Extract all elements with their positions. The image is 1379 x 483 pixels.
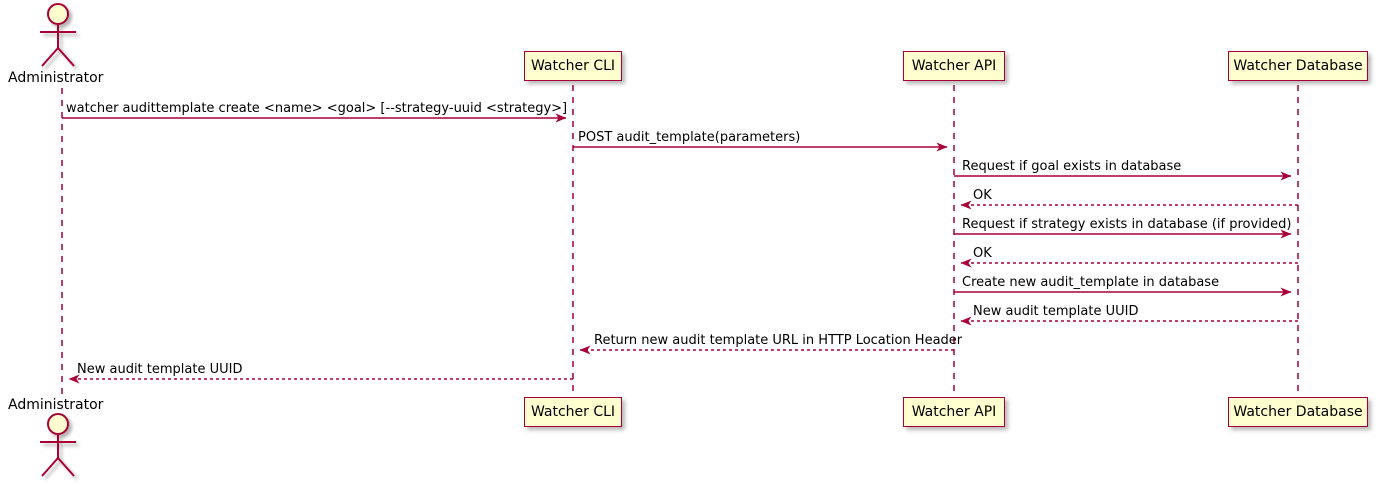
message-label-2: POST audit_template(parameters) (578, 130, 801, 145)
message-label-6: OK (973, 246, 992, 261)
message-label-3: Request if goal exists in database (962, 159, 1182, 174)
participant-box-watcher-database-bottom[interactable]: Watcher Database (1228, 397, 1368, 427)
participant-box-watcher-database-top[interactable]: Watcher Database (1228, 51, 1368, 81)
participant-box-watcher-cli-top[interactable]: Watcher CLI (524, 51, 622, 81)
participant-box-watcher-api-bottom[interactable]: Watcher API (903, 397, 1005, 427)
message-label-4: OK (973, 188, 992, 203)
participant-label-watcher-database-bottom: Watcher Database (1233, 404, 1363, 420)
participant-label-watcher-database-top: Watcher Database (1233, 58, 1363, 74)
actor-label-administrator-top: Administrator (8, 70, 104, 86)
actor-administrator-bottom (40, 413, 76, 477)
participant-label-watcher-api-top: Watcher API (911, 58, 997, 74)
message-label-7: Create new audit_template in database (962, 275, 1220, 290)
participant-label-watcher-cli-bottom: Watcher CLI (530, 404, 616, 420)
message-arrows (62, 113, 1298, 384)
actor-administrator-top (40, 3, 76, 67)
participant-label-watcher-api-bottom: Watcher API (911, 404, 997, 420)
actor-label-administrator-bottom: Administrator (8, 397, 104, 413)
participant-box-watcher-api-top[interactable]: Watcher API (903, 51, 1005, 81)
message-label-8: New audit template UUID (973, 304, 1139, 319)
lifelines (61, 85, 1299, 396)
participant-label-watcher-cli-top: Watcher CLI (530, 58, 616, 74)
message-label-9: Return new audit template URL in HTTP Lo… (594, 333, 963, 348)
participant-box-watcher-cli-bottom[interactable]: Watcher CLI (524, 397, 622, 427)
message-label-10: New audit template UUID (77, 362, 243, 377)
message-label-1: watcher audittemplate create <name> <goa… (66, 101, 568, 116)
message-label-5: Request if strategy exists in database (… (962, 217, 1292, 232)
